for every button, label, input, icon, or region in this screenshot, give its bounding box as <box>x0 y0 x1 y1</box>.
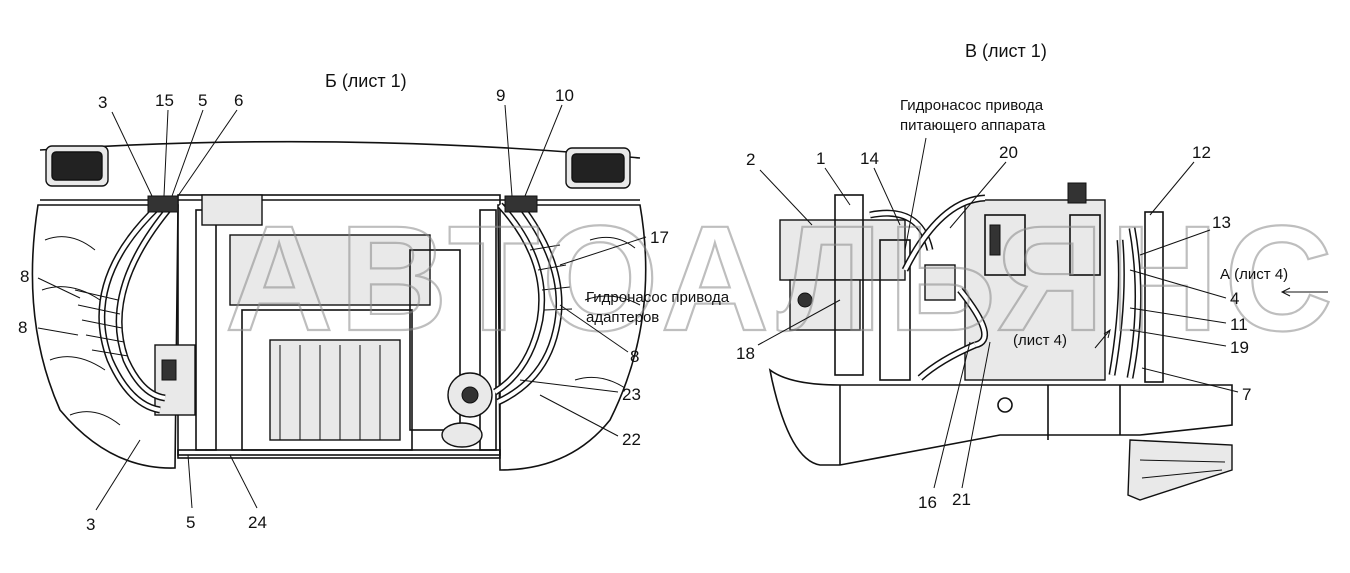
callout-8-right: 8 <box>630 347 639 366</box>
callout-7: 7 <box>1242 385 1251 404</box>
callout-13: 13 <box>1212 213 1231 232</box>
note-ref-list4: (лист 4) <box>1013 332 1067 349</box>
note-pump-adapter-line2: адаптеров <box>586 309 659 326</box>
callout-10: 10 <box>555 86 574 105</box>
callouts-right: 2 1 14 20 12 13 4 11 19 7 18 16 21 <box>736 143 1251 512</box>
callout-21: 21 <box>952 490 971 509</box>
callout-14: 14 <box>860 149 879 168</box>
callout-12: 12 <box>1192 143 1211 162</box>
callout-11: 11 <box>1230 315 1248 334</box>
view-b-drawing <box>31 140 647 471</box>
callout-5-top: 5 <box>198 91 207 110</box>
callout-6: 6 <box>234 91 243 110</box>
callout-2: 2 <box>746 150 755 169</box>
callouts-left: 3 15 5 6 9 10 17 8 8 8 23 22 3 5 24 <box>18 86 669 534</box>
view-v-title: В (лист 1) <box>965 41 1047 61</box>
tank-cap <box>1067 182 1087 204</box>
left-hose-bundle <box>74 195 179 414</box>
leader-lines <box>37 104 1328 511</box>
hydraulic-tank <box>964 199 1106 381</box>
note-pump-feeder-line2: питающего аппарата <box>900 117 1046 134</box>
view-v-drawing <box>768 182 1233 501</box>
callout-22: 22 <box>622 430 641 449</box>
side-post <box>1144 211 1164 383</box>
left-tyre <box>31 204 179 469</box>
callout-16: 16 <box>918 493 937 512</box>
callout-23: 23 <box>622 385 641 404</box>
note-pump-feeder-line1: Гидронасос привода <box>900 97 1044 114</box>
titles: Б (лист 1) В (лист 1) <box>325 41 1047 91</box>
rear-bracket <box>1127 439 1233 501</box>
callout-5-bottom: 5 <box>186 513 195 532</box>
callout-1: 1 <box>816 149 825 168</box>
callout-3-top: 3 <box>98 93 107 112</box>
callout-18: 18 <box>736 344 755 363</box>
note-pump-adapter-line1: Гидронасос привода <box>586 289 730 306</box>
note-view-a: А (лист 4) <box>1220 266 1288 283</box>
view-b-title: Б (лист 1) <box>325 71 407 91</box>
callout-19: 19 <box>1230 338 1249 357</box>
callout-8-a: 8 <box>20 267 29 286</box>
right-tyre <box>497 204 647 471</box>
callout-20: 20 <box>999 143 1018 162</box>
notes: Гидронасос привода питающего аппарата Ги… <box>586 97 1288 349</box>
callout-9: 9 <box>496 86 505 105</box>
frame <box>177 194 501 456</box>
callout-15: 15 <box>155 91 174 110</box>
callout-24: 24 <box>248 513 267 532</box>
callout-4: 4 <box>1230 289 1239 308</box>
watermark: АВТОАЛЬЯНС <box>225 194 1339 362</box>
right-hose-bundle <box>493 195 573 406</box>
callout-3-bottom: 3 <box>86 515 95 534</box>
callout-8-b: 8 <box>18 318 27 337</box>
callout-17: 17 <box>650 228 669 247</box>
